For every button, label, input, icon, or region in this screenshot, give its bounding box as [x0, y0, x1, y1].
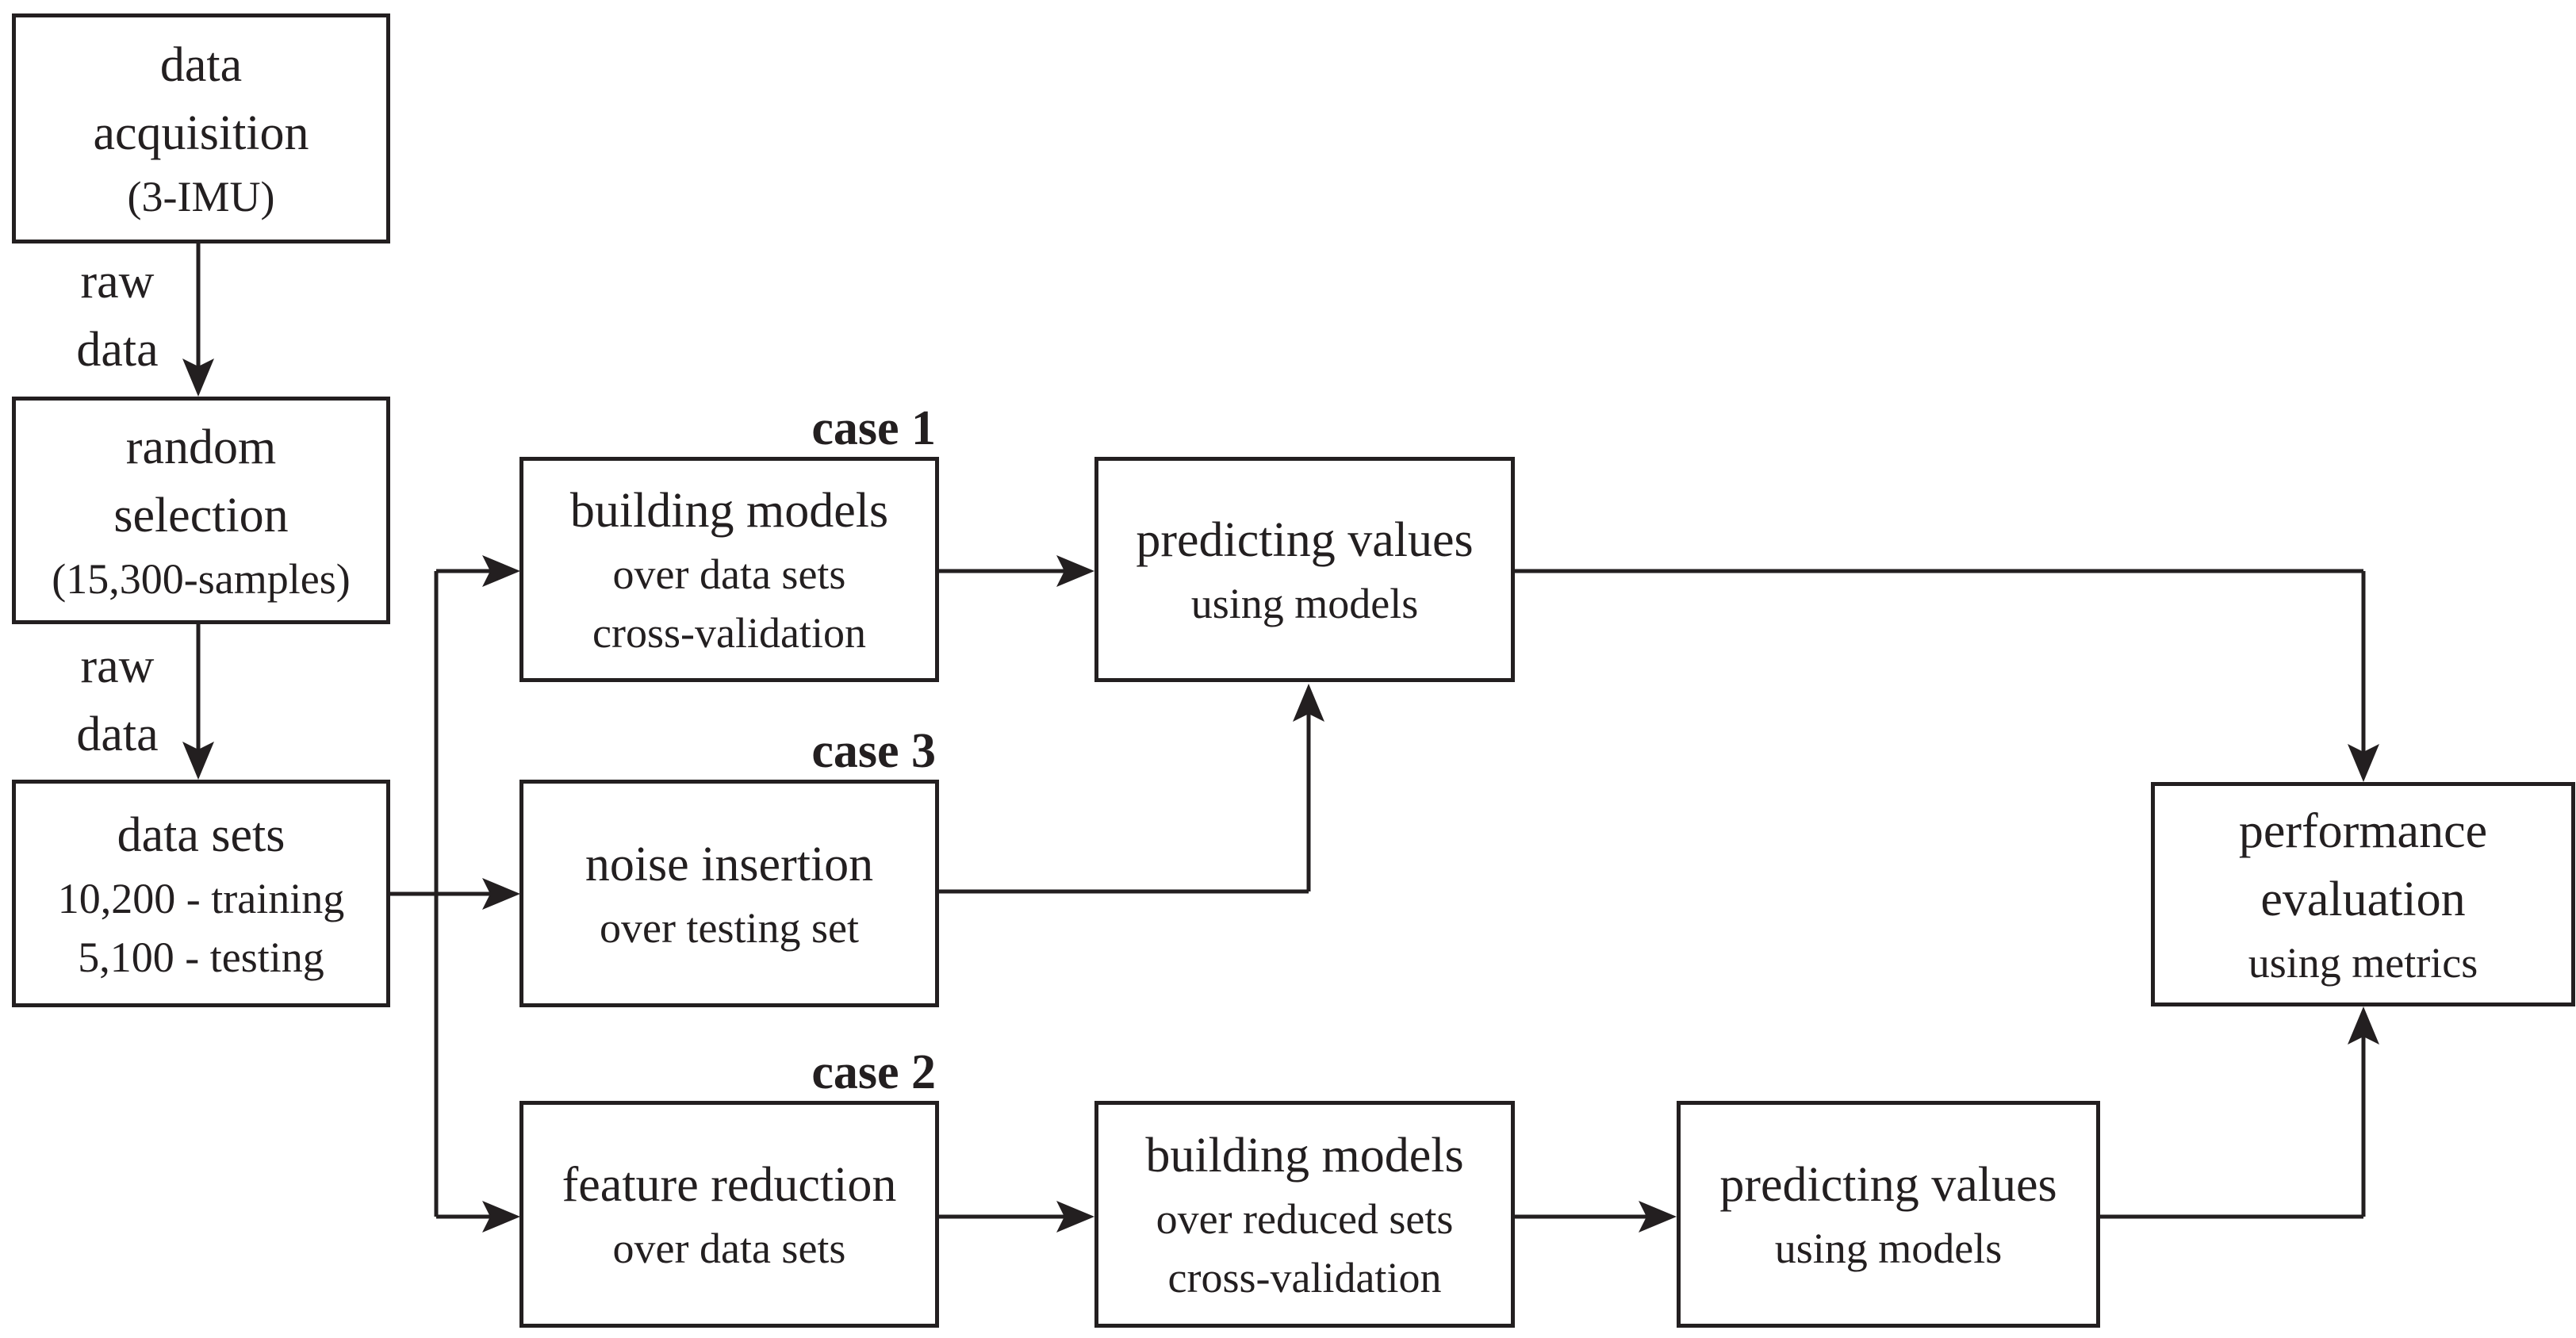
arrowhead-case1-predict-to-performance [2348, 744, 2379, 782]
data-acquisition-line2: acquisition [93, 106, 309, 160]
data-sets-box: data sets 10,200 - training 5,100 - test… [12, 780, 390, 1007]
data-sets-line2: 10,200 - training [57, 874, 345, 922]
case2-building-models-line1: building models [1145, 1129, 1464, 1183]
case3-noise-insertion-line1: noise insertion [585, 837, 874, 891]
case1-building-models-line2: over data sets [612, 550, 846, 598]
arrowhead-case3-noise-to-predict [1293, 684, 1324, 722]
case1-predicting-values-box: predicting values using models [1094, 457, 1515, 682]
arrowhead-to-case2-reduce [482, 1201, 520, 1233]
case2-feature-reduction-line2: over data sets [612, 1225, 846, 1272]
arrowhead-to-case1-build [482, 555, 520, 587]
performance-evaluation-line1: performance [2238, 803, 2488, 858]
data-acquisition-line1: data [159, 38, 243, 92]
data-acquisition-box: data acquisition (3-IMU) [12, 13, 390, 243]
performance-evaluation-line3: using metrics [2248, 938, 2478, 987]
raw-data-label-1-line2: data [76, 323, 159, 377]
raw-data-label-2-line1: raw [80, 639, 155, 693]
case3-noise-insertion-line2: over testing set [600, 903, 859, 952]
raw-data-label-2: raw data [70, 632, 165, 769]
data-acquisition-line3: (3-IMU) [127, 173, 275, 220]
case3-noise-insertion-box: noise insertion over testing set [519, 780, 939, 1007]
random-selection-line2: selection [113, 488, 289, 542]
arrowhead-selection-to-datasets [182, 742, 214, 780]
performance-evaluation-line2: evaluation [2260, 872, 2466, 926]
raw-data-label-1-line1: raw [80, 255, 155, 309]
arrowhead-case1-build-to-predict [1056, 555, 1094, 587]
case2-predicting-values-line2: using models [1774, 1225, 2003, 1272]
random-selection-line3: (15,300-samples) [52, 554, 351, 603]
case2-predicting-values-line1: predicting values [1719, 1158, 2057, 1212]
performance-evaluation-box: performance evaluation using metrics [2151, 782, 2575, 1006]
random-selection-line1: random [125, 420, 277, 474]
arrowhead-acquisition-to-selection [182, 358, 214, 397]
case2-building-models-box: building models over reduced sets cross-… [1094, 1101, 1515, 1328]
case2-feature-reduction-box: feature reduction over data sets [519, 1101, 939, 1328]
case1-predicting-values-line2: using models [1190, 580, 1419, 627]
case-1-label: case 1 [811, 401, 936, 455]
data-sets-line3: 5,100 - testing [78, 933, 324, 981]
raw-data-label-1: raw data [70, 247, 165, 384]
case-3-label: case 3 [811, 724, 936, 778]
case1-building-models-line3: cross-validation [592, 609, 866, 657]
case1-building-models-box: building models over data sets cross-val… [519, 457, 939, 682]
case1-building-models-line1: building models [569, 484, 889, 538]
arrowhead-case2-build-to-predict [1639, 1201, 1677, 1233]
case2-building-models-line3: cross-validation [1167, 1254, 1442, 1302]
arrowhead-case2-predict-to-performance [2348, 1006, 2379, 1045]
raw-data-label-2-line2: data [76, 707, 159, 761]
case2-feature-reduction-line1: feature reduction [562, 1158, 897, 1212]
arrowhead-to-case3-noise [482, 878, 520, 910]
case-2-label: case 2 [811, 1045, 936, 1099]
case2-building-models-line2: over reduced sets [1156, 1195, 1454, 1243]
case1-predicting-values-line1: predicting values [1136, 513, 1474, 567]
arrowhead-case2-reduce-to-build [1056, 1201, 1094, 1233]
case2-predicting-values-box: predicting values using models [1677, 1101, 2100, 1328]
data-sets-line1: data sets [117, 807, 286, 862]
random-selection-box: random selection (15,300-samples) [12, 397, 390, 624]
